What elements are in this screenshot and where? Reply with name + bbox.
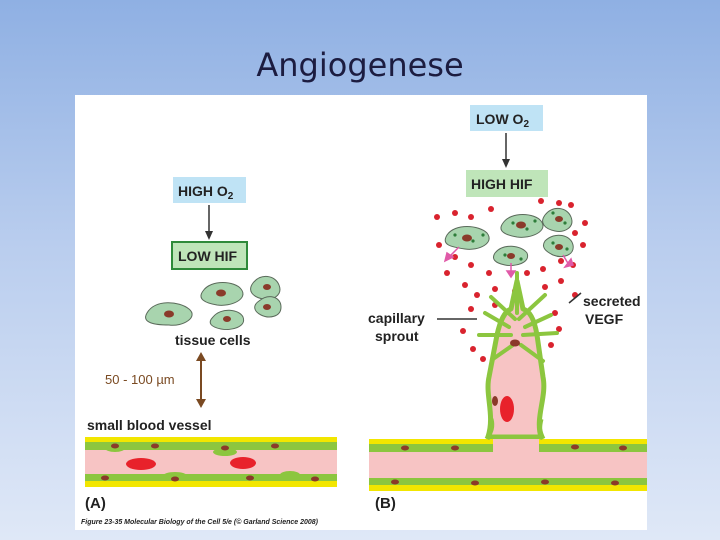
panel-a-letter: (A) (85, 495, 106, 512)
high-o2-subscript: 2 (228, 191, 234, 202)
svg-text:HIGH O2: HIGH O2 (178, 183, 234, 202)
svg-text:LOW O2: LOW O2 (476, 111, 529, 130)
high-hif-text: HIGH HIF (471, 176, 533, 192)
low-hif-box (171, 241, 248, 270)
panel-a: HIGH O2 LOW HIF tissue cells 50 - 100 µm (85, 177, 337, 512)
capillary-sprout-label: capillary (368, 310, 425, 326)
small-blood-vessel-label: small blood vessel (87, 417, 212, 433)
tissue-cells (145, 276, 282, 330)
low-hif-text: LOW HIF (178, 248, 238, 264)
high-o2-box (173, 177, 246, 203)
distance-label: 50 - 100 µm (105, 372, 175, 387)
red-blood-cell (230, 457, 256, 469)
red-blood-cell (500, 396, 514, 422)
figure-caption: Figure 23-35 Molecular Biology of the Ce… (81, 518, 319, 526)
tissue-cells-label: tissue cells (175, 332, 251, 348)
cell-nuclei (164, 284, 271, 322)
low-o2-box (470, 105, 543, 131)
angiogenesis-figure: HIGH O2 LOW HIF tissue cells 50 - 100 µm (75, 95, 647, 530)
secreted-vegf-label: VEGF (585, 311, 624, 327)
figure-canvas: HIGH O2 LOW HIF tissue cells 50 - 100 µm (81, 105, 647, 526)
blood-vessel-a (85, 437, 337, 487)
low-o2-subscript: 2 (523, 119, 529, 130)
capillary-sprout (477, 271, 559, 440)
slide-title: Angiogenese (256, 46, 464, 84)
high-o2-text: HIGH O (178, 183, 228, 199)
high-hif-box (466, 170, 548, 197)
panel-b: LOW O2 HIGH HIF (368, 105, 647, 512)
low-o2-text: LOW O (476, 111, 524, 127)
secreted-vegf-label: secreted (583, 293, 641, 309)
red-blood-cell (126, 458, 156, 470)
panel-b-letter: (B) (375, 495, 396, 512)
capillary-sprout-label: sprout (375, 328, 419, 344)
blood-vessel-b (369, 418, 647, 491)
